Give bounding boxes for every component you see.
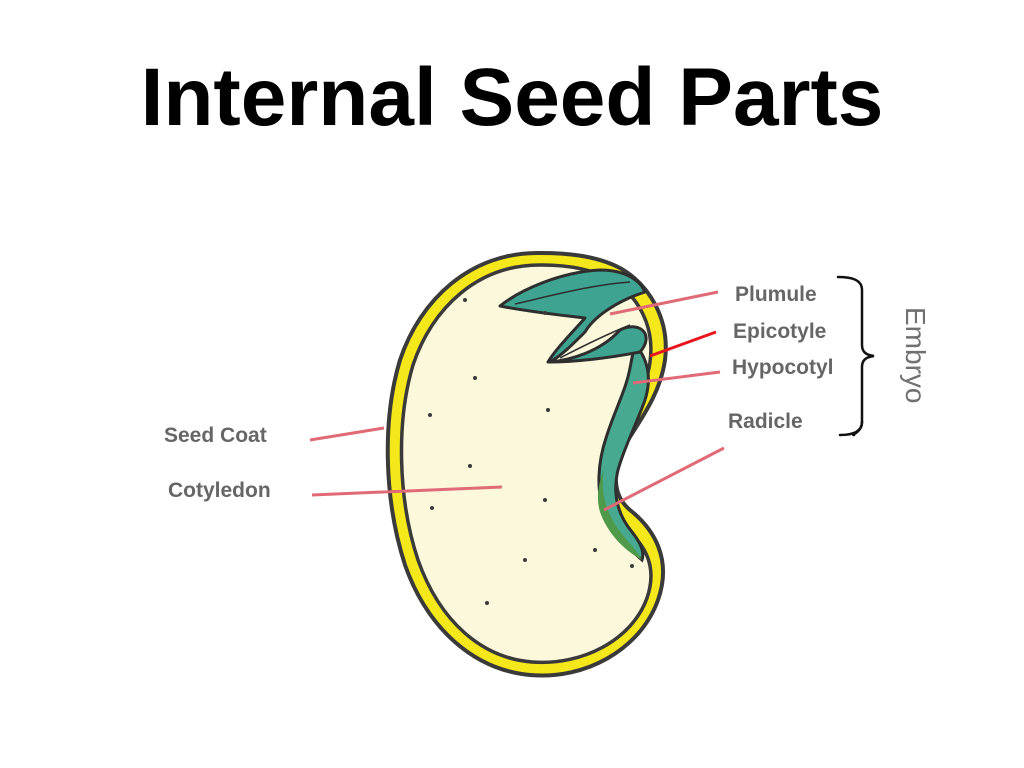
- plumule: [498, 268, 648, 364]
- embryo-brace-bottom: [838, 420, 864, 437]
- hypocotyl-label: Hypocotyl: [732, 356, 834, 379]
- embryo-brace: [836, 275, 875, 437]
- radicle-leader-line: [603, 446, 725, 512]
- plumule-label: Plumule: [735, 283, 817, 306]
- cotyledon-body: [399, 263, 653, 665]
- hypocotyl-leader-line: [632, 370, 721, 385]
- plumule-vein-2: [559, 324, 631, 359]
- plumule-leader-line: [609, 290, 719, 316]
- cotyledon-label: Cotyledon: [168, 479, 271, 502]
- seed-coat-leader-line: [309, 426, 385, 442]
- radicle-label: Radicle: [728, 410, 803, 433]
- radicle-tip: [597, 470, 642, 560]
- embryo-label: Embryo: [900, 307, 931, 403]
- slide-title: Internal Seed Parts: [140, 52, 884, 143]
- cotyledon-leader-line: [311, 485, 503, 497]
- seed-coat-label: Seed Coat: [164, 424, 267, 447]
- cotyledon-speckles: [428, 298, 634, 605]
- epicotyle-leader-line: [649, 330, 717, 358]
- epicotyle-label: Epicotyle: [733, 320, 826, 343]
- plumule-vein: [514, 281, 631, 305]
